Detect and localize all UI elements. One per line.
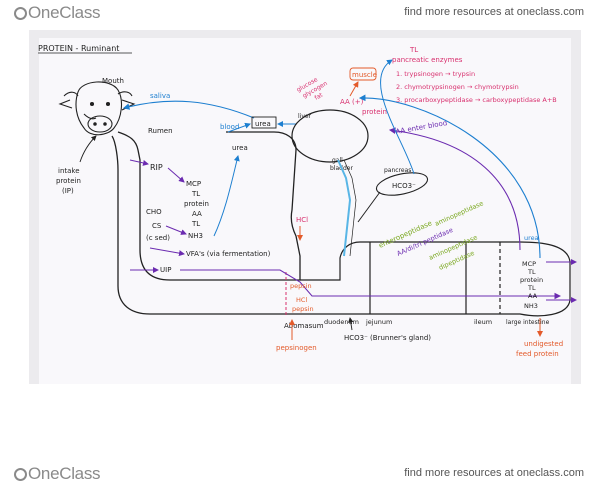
cho-label: CHO <box>146 208 162 216</box>
resources-link[interactable]: find more resources at oneclass.com <box>404 6 584 18</box>
aa-blood-arrow <box>388 127 521 251</box>
rumen-outer <box>111 135 312 315</box>
footer-resources-link[interactable]: find more resources at oneclass.com <box>404 467 584 479</box>
li-protein: protein <box>520 276 543 284</box>
urea-center-label: urea <box>232 144 248 152</box>
liver-label: liver <box>298 113 312 120</box>
hco3-pancreas-label: HCO3⁻ <box>392 182 416 190</box>
mcp-label: MCP <box>186 180 201 188</box>
uip-label: UIP <box>160 266 171 274</box>
bile-duct <box>337 159 352 257</box>
liver-outline <box>291 109 369 163</box>
pancreatic-title: pancreatic enzymes <box>392 56 463 64</box>
intake-line-2: protein <box>56 177 81 185</box>
hcl-pepsin-2: pepsin <box>292 305 314 313</box>
enzyme-1: 1. trypsinogen → trypsin <box>396 70 475 78</box>
aa-enter-blood-label: AA enter blood <box>395 119 448 136</box>
rip-mcp-arrow <box>167 167 185 183</box>
intake-line-3: (IP) <box>62 187 74 195</box>
logo-circle-icon <box>14 7 27 20</box>
pancreas-duct <box>357 191 381 223</box>
aa-label-1: AA <box>192 210 202 218</box>
bottom-banner: OneClass find more resources at oneclass… <box>0 461 596 485</box>
hcl-label: HCl <box>296 216 308 224</box>
pancreas-label: pancreas <box>384 167 411 174</box>
duodenum-label: duodenum <box>324 318 359 326</box>
rip-label: RIP <box>150 163 163 172</box>
bile-duct-inner <box>343 159 357 257</box>
oneclass-logo[interactable]: OneClass <box>14 3 101 23</box>
enzyme-2: 2. chymotrypsinogen → chymotrypsin <box>396 83 519 91</box>
urea-blood-arrow <box>227 122 251 133</box>
li-aa: AA <box>528 292 538 300</box>
protein-label-1: protein <box>184 200 209 208</box>
ileum-label: ileum <box>474 318 492 326</box>
aminopeptidase-1: aminopeptidase <box>434 199 485 228</box>
saliva-label: saliva <box>150 92 170 100</box>
urea-box-label: urea <box>255 120 271 128</box>
pancreatic-tl: TL <box>409 46 418 54</box>
brunner-arrow <box>348 317 354 331</box>
logo-text: OneClass <box>28 3 101 22</box>
cow-head-drawing <box>58 81 136 136</box>
vfa-label: VFA's (via fermentation) <box>186 250 271 258</box>
hco3-brunner-label: HCO3⁻ (Brunner's gland) <box>344 334 431 342</box>
uip-flow-arrow <box>180 269 562 300</box>
notes-photo <box>29 30 581 384</box>
rip-arrow <box>129 159 149 166</box>
li-mcp: MCP <box>522 260 536 268</box>
muscle-label: muscle <box>352 71 377 79</box>
notes-title: PROTEIN - Ruminant <box>38 44 119 53</box>
notes-paper <box>39 38 571 384</box>
urea-box <box>251 116 277 129</box>
top-banner: OneClass find more resources at oneclass… <box>0 0 596 24</box>
pancreas-enzymes-arrow <box>380 59 415 175</box>
hcl-pepsin-1: HCl <box>296 296 307 304</box>
protein-liver-label: protein <box>362 108 387 116</box>
tl-label-2: TL <box>191 220 200 228</box>
nh3-label-1: NH3 <box>188 232 203 240</box>
aa-plus-label: AA (+) <box>340 98 364 106</box>
intake-line-1: intake <box>58 167 80 175</box>
fat-label: fat <box>314 91 325 101</box>
footer-logo-text: OneClass <box>28 464 101 483</box>
muscle-box <box>349 67 377 81</box>
enzyme-3: 3. procarboxypeptidase → carboxypeptidas… <box>396 96 557 104</box>
vfa-arrow <box>149 247 185 257</box>
pancreas-outline <box>375 172 429 196</box>
logo-circle-icon <box>14 468 27 481</box>
undigested-label-1: undigested <box>524 340 563 348</box>
nh3-urea-arrow <box>213 155 240 237</box>
liver-blood-arrow <box>358 94 541 259</box>
rumen-label: Rumen <box>148 127 173 135</box>
undigested-label-2: feed protein <box>516 350 559 358</box>
pepsinogen-label: pepsinogen <box>276 344 317 352</box>
intake-arrow <box>79 135 97 163</box>
csu-label: (c sed) <box>146 234 170 242</box>
aa-muscle-arrow <box>349 81 359 97</box>
large-intestine-label: large intestine <box>506 319 550 326</box>
abomasum-label: Abomasum <box>284 322 324 330</box>
urea-li-label: urea <box>524 234 539 242</box>
li-nh3: NH3 <box>524 302 538 310</box>
blood-label: blood <box>220 123 239 131</box>
li-tl-2: TL <box>527 284 536 292</box>
pepsin-label: pepsin <box>290 282 312 290</box>
tl-label-1: TL <box>191 190 200 198</box>
saliva-arrow <box>122 100 255 119</box>
mouth-label: Mouth <box>102 77 124 85</box>
jejunum-label: jejunum <box>365 318 392 326</box>
cs-label: CS <box>152 222 162 230</box>
cs-nh3-arrow <box>165 225 187 235</box>
li-tl-1: TL <box>527 268 536 276</box>
oneclass-logo-footer[interactable]: OneClass <box>14 464 101 484</box>
